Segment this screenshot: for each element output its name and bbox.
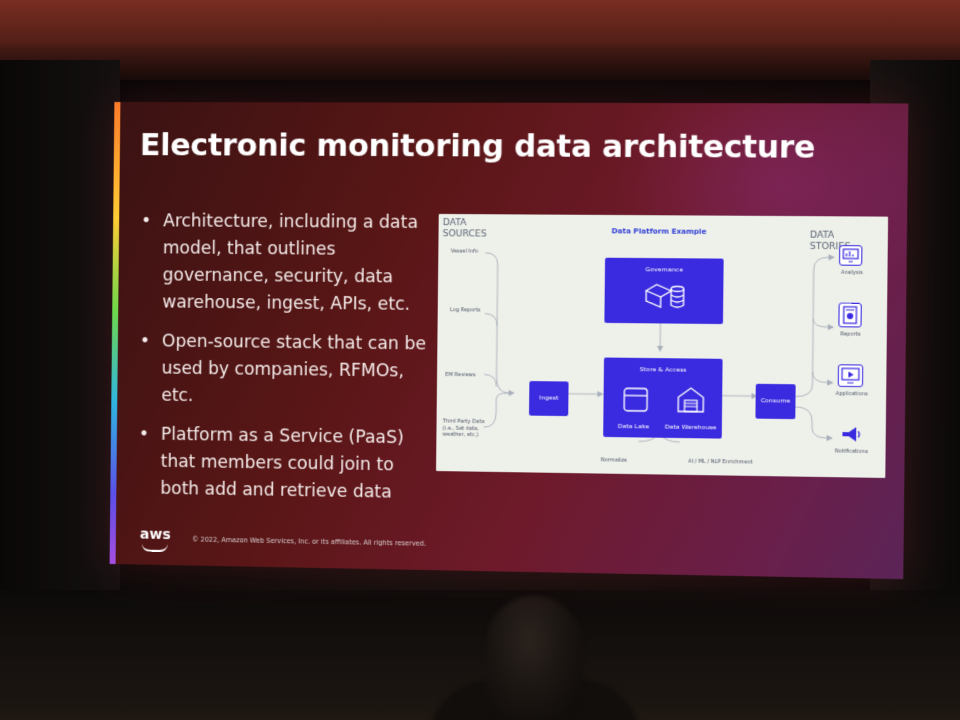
data-lake-icon (622, 386, 649, 413)
governance-icon (642, 280, 688, 313)
governance-box: Governance (604, 257, 724, 325)
bullet-dot-icon: • (141, 211, 152, 232)
source-log-reports: Log Reports (449, 307, 481, 314)
ingest-box: Ingest (529, 381, 569, 417)
aws-smile-icon (141, 543, 168, 553)
source-third-party-data: Third Party Data (i.e., Sat data, weathe… (442, 418, 485, 439)
copyright-notice: © 2022, Amazon Web Services, Inc. or its… (191, 535, 427, 548)
story-applications-label: Applications (835, 390, 868, 398)
notifications-icon (839, 424, 862, 445)
aws-logo-text: aws (139, 526, 171, 544)
story-analysis-label: Analysis (841, 269, 863, 277)
aws-logo: aws (139, 526, 174, 553)
bullet-item: • Architecture, including a data model, … (138, 208, 432, 319)
diagram-connectors (436, 214, 835, 478)
ingest-label: Ingest (539, 394, 559, 402)
store-and-access-box: Store & Access Data Lake Data Warehouse (603, 357, 723, 439)
data-warehouse-icon (676, 385, 705, 414)
applications-icon (837, 364, 864, 388)
left-wall (0, 60, 120, 600)
bullet-item: • Platform as a Service (PaaS) that memb… (136, 421, 430, 507)
bullet-item: • Open-source stack that can be used by … (137, 328, 431, 413)
slide-title: Electronic monitoring data architecture (139, 128, 816, 166)
normalize-label: Normalize (600, 457, 627, 464)
governance-label: Governance (645, 266, 683, 274)
bullet-text: Platform as a Service (PaaS) that member… (160, 424, 405, 503)
diagram-title: Data Platform Example (611, 227, 707, 236)
bullet-text: Architecture, including a data model, th… (162, 211, 419, 315)
data-lake-label: Data Lake (617, 422, 650, 431)
data-warehouse-label: Data Warehouse (664, 423, 717, 432)
audience-member-head (486, 596, 582, 720)
story-reports-label: Reports (840, 331, 861, 338)
reports-icon (838, 302, 862, 328)
projected-slide: Electronic monitoring data architecture … (109, 101, 909, 580)
story-notifications-label: Notifications (834, 448, 868, 456)
ceiling-light-band (0, 30, 960, 48)
bullet-text: Open-source stack that can be used by co… (161, 331, 427, 407)
bullet-dot-icon: • (138, 424, 150, 445)
analysis-icon (839, 245, 863, 266)
store-and-access-label: Store & Access (639, 366, 687, 374)
data-sources-heading: DATA SOURCES (442, 218, 487, 240)
source-em-reviews: EM Reviews (445, 371, 476, 379)
consume-label: Consume (760, 397, 791, 405)
source-vessel-info: Vessel Info (450, 248, 479, 255)
enrichment-label: AI / ML / NLP Enrichment (688, 458, 753, 466)
bullet-dot-icon: • (139, 331, 151, 352)
consume-box: Consume (755, 383, 796, 420)
data-platform-diagram: DATA SOURCES Data Platform Example DATA … (436, 213, 889, 478)
bullet-list: • Architecture, including a data model, … (136, 208, 433, 519)
